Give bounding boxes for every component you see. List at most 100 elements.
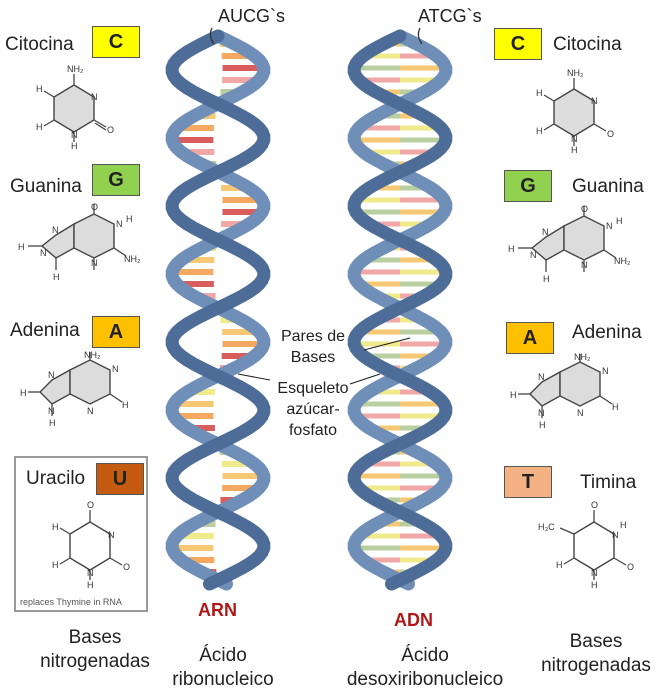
rna-base	[222, 341, 264, 347]
rna-base	[222, 197, 263, 203]
svg-text:NH₂: NH₂	[614, 256, 631, 266]
backbone-line1: Esqueleto	[277, 380, 349, 397]
rna-base	[221, 53, 255, 59]
dna-base-pair-half	[354, 269, 400, 275]
dna-base-pair-half	[369, 221, 400, 227]
backbone-pointer-left	[237, 373, 271, 381]
rna-base	[173, 413, 214, 419]
dna-base-pair-half	[400, 125, 442, 131]
svg-text:N: N	[71, 130, 78, 140]
dna-base-pair-half	[400, 353, 437, 359]
right-caption: Bases nitrogenadas	[528, 630, 664, 678]
backbone-annotation: Esqueleto azúcar- fosfato	[268, 378, 358, 441]
svg-text:H: H	[87, 580, 94, 590]
rna-base	[221, 461, 255, 467]
svg-text:O: O	[91, 202, 98, 212]
left-base-box-uracil: U	[96, 463, 144, 495]
svg-text:H: H	[616, 216, 623, 226]
right-base-box-thymine: T	[504, 466, 552, 498]
dna-base-pair-half	[354, 137, 400, 143]
rna-base	[172, 269, 214, 275]
right-base-box-guanine: G	[504, 170, 552, 202]
left-caption-line2: nitrogenadas	[40, 651, 150, 672]
right-base-label-adenine: Adenina	[572, 322, 642, 343]
svg-text:H: H	[536, 88, 543, 98]
svg-text:H: H	[543, 274, 550, 284]
svg-text:H: H	[122, 400, 129, 410]
dna-base-pair-half	[400, 473, 446, 479]
svg-text:H₃C: H₃C	[538, 522, 555, 532]
pairs-line2: Bases	[290, 349, 336, 366]
svg-text:H: H	[510, 390, 517, 400]
left-caption: Bases nitrogenadas	[30, 626, 160, 674]
rna-caption: Ácido ribonucleico	[158, 644, 288, 692]
svg-text:H: H	[556, 560, 563, 570]
dna-base-pair-half	[400, 281, 442, 287]
svg-text:N: N	[538, 408, 545, 418]
rna-base	[176, 125, 214, 131]
helices-drawing	[165, 27, 453, 591]
rna-base	[222, 473, 264, 479]
rna-base	[173, 401, 214, 407]
left-base-label-uracil: Uracilo	[26, 468, 86, 489]
svg-text:N: N	[112, 364, 119, 374]
dna-base-pair-half	[363, 557, 400, 563]
dna-base-pair-half	[400, 545, 446, 551]
dna-base-pair-half	[358, 533, 400, 539]
rna-base	[176, 281, 214, 287]
svg-text:H: H	[52, 522, 59, 532]
dna-base-pair-half	[400, 65, 446, 71]
svg-text:NH₂: NH₂	[67, 64, 84, 74]
dna-base-pair-half	[400, 485, 442, 491]
svg-text:N: N	[87, 568, 94, 578]
rna-backbone	[165, 29, 271, 591]
dna-base-pair-half	[358, 329, 400, 335]
svg-text:O: O	[107, 125, 114, 135]
dna-base-pair-half	[400, 137, 446, 143]
left-base-box-adenine: A	[92, 316, 140, 348]
left-base-box-guanine: G	[92, 164, 140, 196]
rna-base	[222, 329, 260, 335]
svg-text:H: H	[36, 122, 43, 132]
dna-base-pair-half	[400, 185, 431, 191]
svg-text:N: N	[91, 258, 98, 268]
svg-text:N: N	[612, 530, 619, 540]
uracil-note: replaces Thymine in RNA	[20, 597, 122, 607]
dna-base-pair-half	[358, 125, 400, 131]
svg-text:H: H	[571, 145, 578, 154]
left-base-label-adenine: Adenina	[10, 320, 80, 341]
svg-text:N: N	[40, 248, 47, 258]
svg-text:N: N	[581, 260, 588, 270]
backbone-line2: azúcar-	[286, 401, 340, 418]
dna-base-pair-half	[369, 185, 400, 191]
dna-base-pair-half	[358, 281, 400, 287]
svg-text:N: N	[48, 370, 55, 380]
left-base-label-cytosine: Citocina	[5, 34, 74, 55]
dna-top-label: ATCG`s	[418, 6, 482, 26]
svg-text:N: N	[602, 366, 609, 376]
svg-text:H: H	[71, 141, 78, 150]
svg-text:O: O	[123, 562, 130, 572]
pairs-annotation: Pares de Bases	[268, 326, 358, 368]
left-base-box-cytosine: C	[92, 26, 140, 58]
pairs-line1: Pares de	[280, 328, 346, 345]
rna-caption-line2: ribonucleico	[172, 669, 274, 690]
svg-text:O: O	[581, 204, 588, 214]
svg-text:N: N	[530, 250, 537, 260]
dna-base-pair-half	[369, 425, 400, 431]
dna-base-pair-half	[400, 413, 445, 419]
rna-base	[221, 185, 249, 191]
svg-text:H: H	[49, 418, 56, 428]
dna-base-pair-half	[400, 401, 445, 407]
svg-text:N: N	[87, 406, 94, 416]
dna-base-pair-half	[400, 557, 437, 563]
rna-base	[181, 557, 215, 563]
rna-title: ARN	[198, 600, 237, 620]
backbone-line3: fosfato	[288, 422, 338, 439]
right-base-box-cytosine: C	[494, 28, 542, 60]
rna-base	[222, 77, 260, 83]
